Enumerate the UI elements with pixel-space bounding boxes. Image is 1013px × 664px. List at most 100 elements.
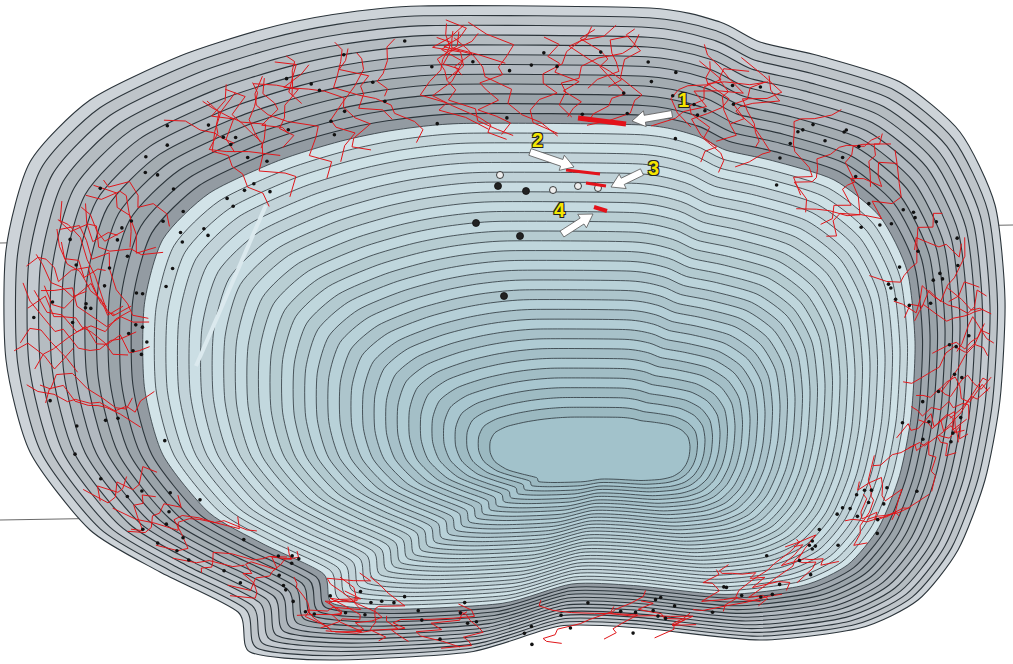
survey-point — [915, 489, 919, 493]
survey-point — [937, 390, 941, 394]
survey-point — [202, 227, 206, 231]
survey-point — [126, 254, 130, 258]
callout-number: 3 — [648, 158, 659, 178]
survey-point — [855, 493, 859, 497]
callout-arrow — [632, 111, 673, 127]
bench-contour — [166, 143, 900, 601]
fault-line — [904, 237, 964, 317]
survey-point — [841, 156, 845, 160]
survey-point — [161, 219, 165, 223]
survey-point — [313, 612, 317, 616]
bench-contour — [62, 55, 968, 639]
survey-point — [867, 202, 871, 206]
survey-point — [664, 617, 668, 621]
survey-point — [403, 39, 407, 43]
fault-line — [14, 343, 73, 369]
survey-point — [674, 137, 678, 141]
monitor-point — [495, 183, 502, 190]
bench-contour — [328, 280, 795, 542]
callout-arrows — [529, 111, 673, 237]
survey-point — [156, 173, 160, 177]
survey-point — [74, 263, 78, 267]
survey-point — [141, 527, 145, 531]
fault-line — [212, 84, 235, 152]
survey-point — [145, 340, 149, 344]
fault-line — [28, 296, 128, 355]
fault-line — [794, 136, 879, 212]
survey-point — [435, 122, 439, 126]
fault-line — [873, 441, 936, 491]
survey-point — [811, 547, 815, 551]
survey-point — [882, 502, 886, 506]
survey-point — [651, 609, 655, 613]
fault-line — [203, 101, 296, 197]
survey-point — [73, 452, 77, 456]
survey-point — [934, 220, 938, 224]
survey-point — [569, 626, 573, 630]
fault-line — [638, 601, 685, 626]
survey-point — [75, 424, 79, 428]
survey-point — [290, 554, 294, 558]
survey-point — [285, 77, 289, 81]
monitor-point — [550, 187, 557, 194]
failure-zone — [586, 183, 606, 186]
survey-point — [84, 306, 88, 310]
survey-point — [231, 204, 235, 208]
monitor-point — [473, 220, 480, 227]
survey-point — [268, 190, 272, 194]
survey-point — [671, 94, 675, 98]
survey-point — [48, 399, 52, 403]
bench-contour — [420, 358, 735, 508]
fault-line — [845, 508, 909, 522]
fault-line — [253, 84, 298, 148]
fault-line — [559, 34, 639, 117]
survey-point — [181, 536, 185, 540]
survey-point — [948, 343, 952, 347]
survey-point — [141, 292, 145, 296]
fault-line — [894, 286, 987, 314]
monitor-points — [473, 172, 602, 300]
survey-point — [901, 421, 905, 425]
bench-contour — [201, 172, 878, 588]
monitor-point — [575, 183, 582, 190]
survey-point — [559, 613, 563, 617]
fault-line — [27, 385, 155, 412]
survey-point — [530, 643, 534, 647]
survey-point — [941, 277, 945, 281]
fault-line — [164, 120, 234, 143]
survey-point — [844, 128, 848, 132]
survey-point — [876, 518, 880, 522]
bench-contour — [282, 241, 825, 559]
survey-point — [703, 109, 707, 113]
pit-benches — [4, 6, 1005, 660]
bench-contour — [224, 192, 863, 580]
fault-line — [86, 203, 118, 241]
fault-line — [131, 495, 156, 531]
survey-point — [291, 600, 295, 604]
survey-point — [759, 595, 763, 599]
survey-point — [371, 80, 375, 84]
survey-point — [363, 613, 367, 617]
survey-point — [801, 128, 805, 132]
bench-contour — [143, 123, 915, 609]
fault-line — [897, 378, 987, 438]
bench-contour — [316, 270, 802, 546]
survey-point — [954, 345, 958, 349]
fault-lines — [14, 20, 994, 648]
fault-line — [468, 22, 513, 134]
survey-point — [841, 506, 845, 510]
survey-point — [659, 596, 663, 600]
monitor-point — [501, 293, 508, 300]
survey-point — [416, 609, 420, 613]
survey-point — [907, 304, 911, 308]
survey-point — [277, 554, 281, 558]
fault-line — [443, 33, 478, 79]
failure-zone — [594, 207, 607, 211]
bench-contour — [397, 339, 750, 517]
survey-point — [530, 625, 534, 629]
fault-line — [826, 162, 897, 236]
fault-line — [86, 191, 156, 253]
bench-contour — [270, 231, 833, 563]
fault-line — [255, 76, 332, 178]
survey-point — [732, 102, 736, 106]
